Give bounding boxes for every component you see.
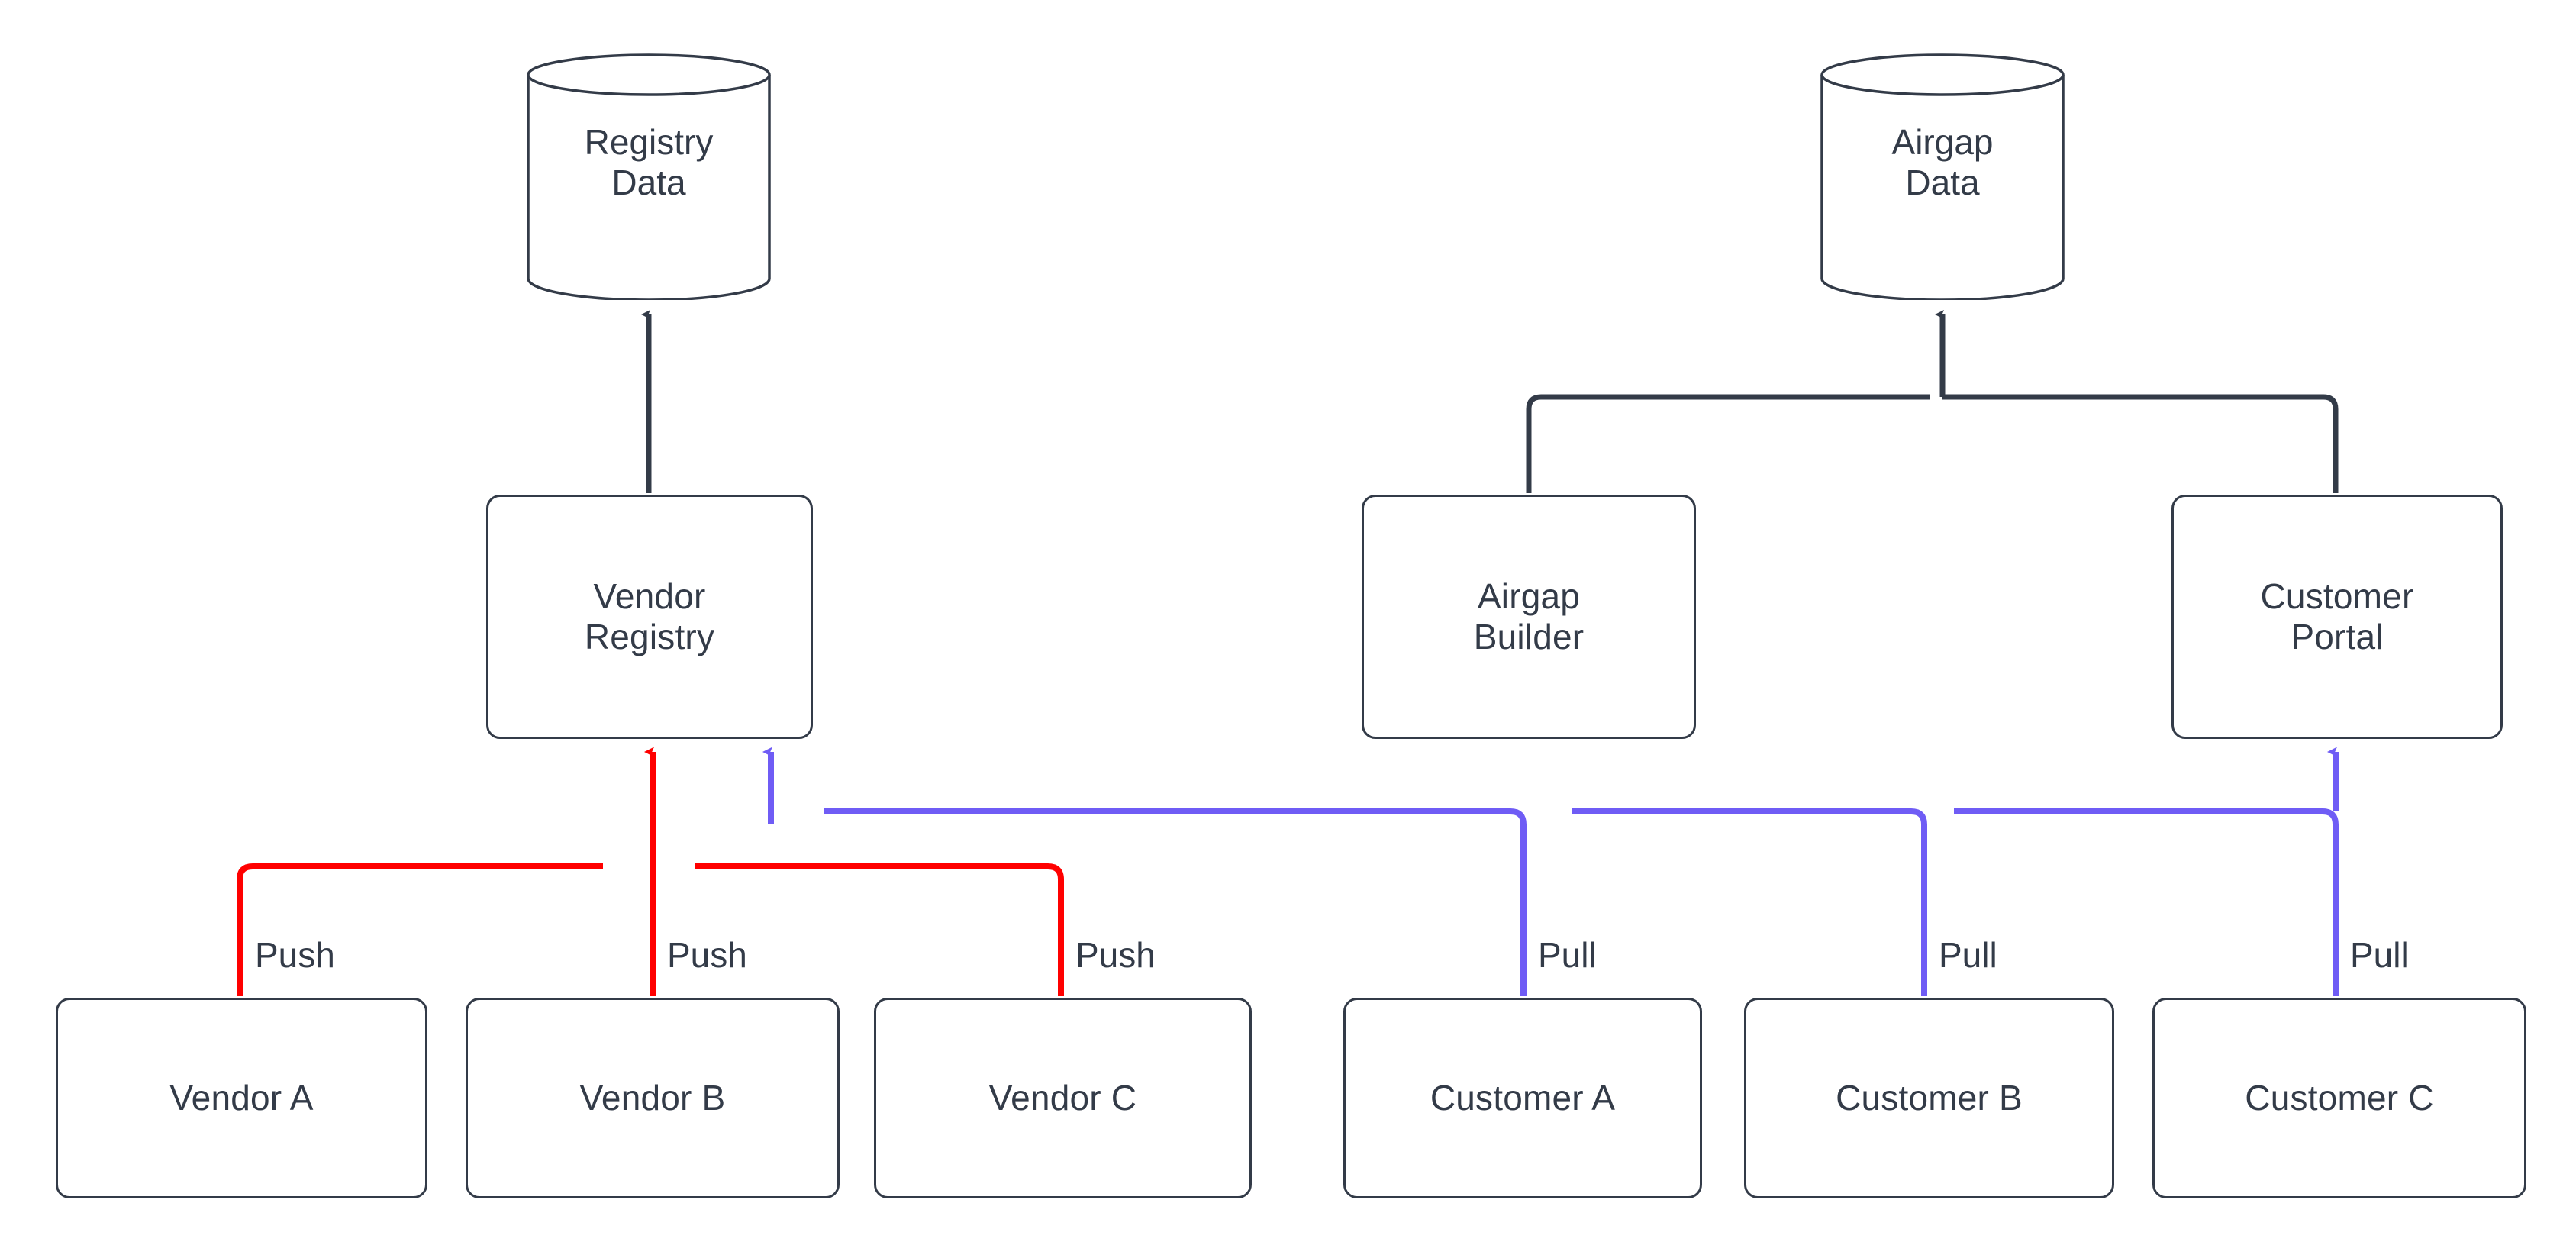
service-airgap-builder-line2: Builder — [1473, 617, 1585, 656]
datastore-registry-data-line1: Registry — [584, 122, 714, 162]
service-airgap-builder[interactable]: Airgap Builder — [1362, 495, 1696, 739]
actor-vendor-a-label: Vendor A — [169, 1077, 314, 1118]
edge-label-push-vendor-c: Push — [1075, 935, 1156, 975]
datastore-registry-data-line2: Data — [611, 163, 686, 203]
actor-customer-c-label: Customer C — [2245, 1077, 2434, 1118]
service-airgap-builder-label: Airgap Builder — [1474, 576, 1585, 658]
service-airgap-builder-line1: Airgap — [1477, 576, 1581, 616]
cylinder-shape — [527, 53, 771, 302]
service-customer-portal[interactable]: Customer Portal — [2171, 495, 2503, 739]
datastore-airgap-data-line2: Data — [1905, 163, 1980, 203]
actor-vendor-c[interactable]: Vendor C — [874, 998, 1252, 1198]
edge-label-push-vendor-a: Push — [255, 935, 335, 975]
service-vendor-registry-line1: Vendor — [593, 576, 706, 616]
actor-vendor-b[interactable]: Vendor B — [466, 998, 840, 1198]
edge-airgap-bracket-left — [1526, 394, 1930, 493]
edge-label-pull-customer-b: Pull — [1939, 935, 1997, 975]
service-vendor-registry-label: Vendor Registry — [585, 576, 714, 658]
service-vendor-registry[interactable]: Vendor Registry — [486, 495, 813, 739]
actor-customer-b-label: Customer B — [1836, 1077, 2023, 1118]
service-customer-portal-line2: Portal — [2291, 617, 2384, 656]
datastore-airgap-data: Airgap Data — [1820, 53, 2065, 302]
service-customer-portal-line1: Customer — [2260, 576, 2414, 616]
datastore-airgap-data-line1: Airgap — [1891, 122, 1994, 162]
actor-vendor-a[interactable]: Vendor A — [56, 998, 427, 1198]
edge-label-push-vendor-b: Push — [667, 935, 747, 975]
actor-customer-a-label: Customer A — [1430, 1077, 1616, 1118]
edge-customer-a-pull — [824, 808, 1527, 996]
actor-customer-a[interactable]: Customer A — [1343, 998, 1702, 1198]
edge-label-pull-customer-a: Pull — [1538, 935, 1597, 975]
actor-customer-b[interactable]: Customer B — [1744, 998, 2114, 1198]
edge-customer-b-pull — [1572, 808, 1927, 996]
actor-vendor-c-label: Vendor C — [988, 1077, 1137, 1118]
edge-airgap-bracket-right — [1942, 394, 2339, 493]
edge-vendor-c-push — [695, 863, 1064, 996]
actor-customer-c[interactable]: Customer C — [2152, 998, 2526, 1198]
edge-label-pull-customer-c: Pull — [2350, 935, 2409, 975]
actor-vendor-b-label: Vendor B — [579, 1077, 726, 1118]
service-customer-portal-label: Customer Portal — [2261, 576, 2414, 658]
edge-vendor-a-push — [237, 863, 603, 996]
datastore-registry-data: Registry Data — [527, 53, 771, 302]
service-vendor-registry-line2: Registry — [584, 617, 715, 656]
edge-customer-c-pull — [1954, 808, 2339, 996]
